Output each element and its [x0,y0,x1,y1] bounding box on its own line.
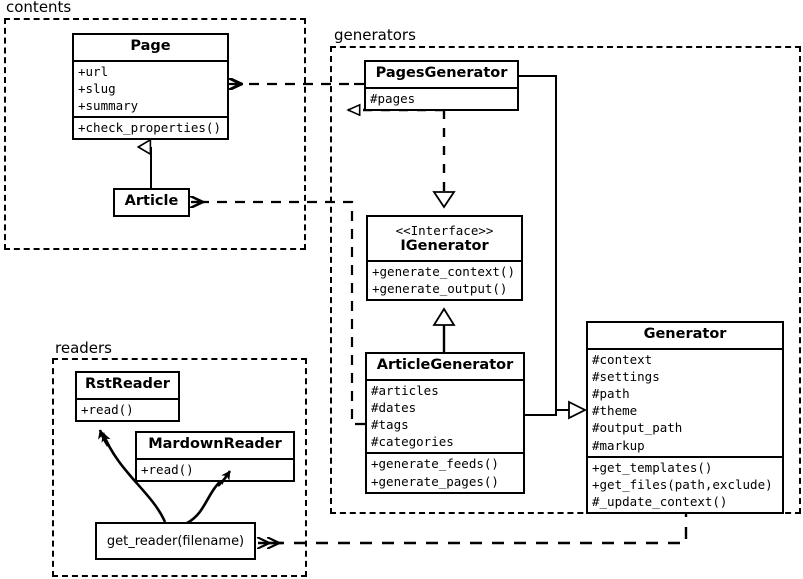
class-member: +generate_pages() [371,473,499,489]
class-member: #theme [592,403,638,419]
class-member: #output_path [592,420,683,436]
class-igenerator[interactable]: <<Interface>> IGenerator +generate_conte… [366,215,523,302]
class-article-generator-attributes: #articles #dates #tags #categories [367,378,523,453]
class-generator[interactable]: Generator #context #settings #path #them… [586,321,784,515]
class-page-title: Page [130,38,171,54]
package-readers-label: readers [53,339,114,357]
function-get-reader-label: get_reader(filename) [106,533,245,549]
class-member: #context [592,351,653,367]
class-generator-operations: +get_templates() +get_files(path,exclude… [588,455,782,512]
class-igenerator-stereotype: <<Interface>> [395,223,494,238]
class-article-title: Article [124,193,179,209]
class-page-attributes: +url +slug +summary [74,59,227,116]
class-pages-generator[interactable]: PagesGenerator #pages [364,60,519,112]
class-member: #pages [370,90,416,106]
class-mardown-reader-operations: +read() [137,457,293,480]
class-member: +generate_context() [372,263,515,279]
class-member: #markup [592,437,645,453]
class-member: +summary [78,98,139,114]
class-article-generator-operations: +generate_feeds() +generate_pages() [367,452,523,491]
class-article-generator-title: ArticleGenerator [376,357,514,373]
class-member: +read() [141,461,194,477]
class-member: #tags [371,417,409,433]
class-member: +generate_feeds() [371,456,499,472]
class-rst-reader[interactable]: RstReader +read() [75,371,180,423]
package-readers [52,358,307,577]
class-igenerator-title: IGenerator [400,238,489,254]
class-igenerator-header: <<Interface>> IGenerator [368,217,521,260]
class-member: #_update_context() [592,493,728,509]
class-member: #settings [592,369,660,385]
class-article[interactable]: Article [113,188,190,217]
class-member: +url [78,63,109,79]
class-member: +get_files(path,exclude) [592,476,773,492]
class-page-operations: +check_properties() [74,116,227,138]
class-mardown-reader-title: MardownReader [148,436,282,452]
class-rst-reader-title: RstReader [85,376,170,392]
class-member: +generate_output() [372,281,508,297]
class-pages-generator-attributes: #pages [366,86,517,109]
class-member: +slug [78,81,116,97]
class-pages-generator-title: PagesGenerator [375,65,508,81]
class-member: #categories [371,434,454,450]
package-generators-label: generators [332,26,418,44]
class-member: #path [592,386,630,402]
function-get-reader[interactable]: get_reader(filename) [95,522,256,560]
class-igenerator-operations: +generate_context() +generate_output() [368,259,521,299]
class-article-generator[interactable]: ArticleGenerator #articles #dates #tags … [365,352,525,494]
class-member: +check_properties() [78,120,221,136]
package-contents-label: contents [4,0,74,16]
class-generator-title: Generator [643,326,727,342]
class-member: #articles [371,382,439,398]
class-generator-attributes: #context #settings #path #theme #output_… [588,347,782,456]
package-contents [4,18,306,250]
class-member: #dates [371,400,417,416]
class-member: +read() [81,401,134,417]
class-page[interactable]: Page +url +slug +summary +check_properti… [72,33,229,141]
class-mardown-reader[interactable]: MardownReader +read() [135,431,295,483]
class-member: +get_templates() [592,459,713,475]
class-rst-reader-operations: +read() [77,397,178,420]
